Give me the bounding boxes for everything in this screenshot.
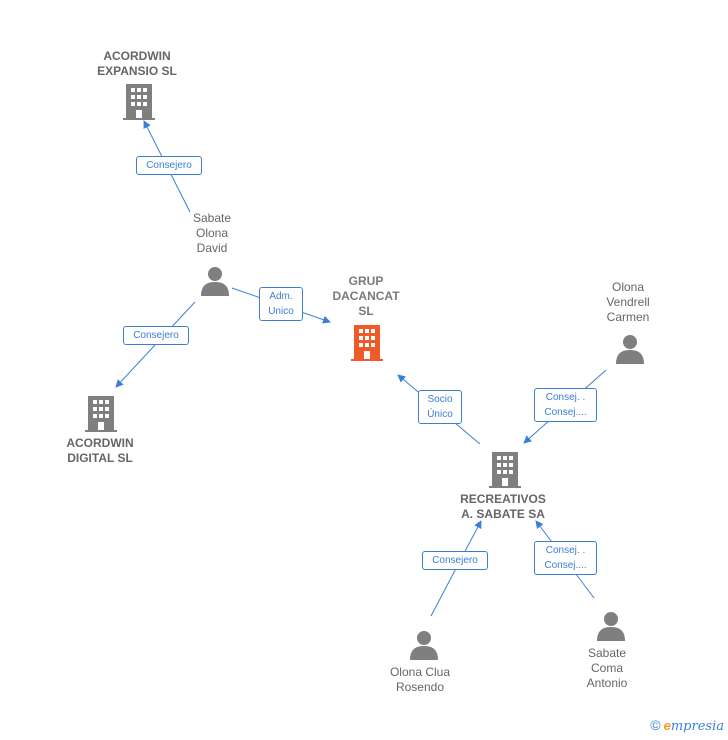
edge-label-socio-unico[interactable]: Socio Único bbox=[418, 390, 462, 424]
building-icon[interactable] bbox=[489, 452, 521, 488]
node-label-recreativos[interactable]: RECREATIVOS A. SABATE SA bbox=[460, 492, 546, 521]
edge-label-consejero[interactable]: Consejero bbox=[123, 326, 189, 345]
building-icon-main[interactable] bbox=[351, 325, 383, 361]
copyright-symbol: © bbox=[650, 717, 661, 733]
person-icon[interactable] bbox=[615, 334, 645, 364]
edge-label-consejero[interactable]: Consejero bbox=[422, 551, 488, 570]
person-icon[interactable] bbox=[409, 630, 439, 660]
brand-logo-text: mpresia bbox=[670, 719, 724, 734]
node-label-acordwin-expansio[interactable]: ACORDWIN EXPANSIO SL bbox=[97, 49, 177, 78]
node-label-grup-dacancat[interactable]: GRUP DACANCAT SL bbox=[332, 274, 400, 318]
edge-label-consejero[interactable]: Consejero bbox=[136, 156, 202, 175]
node-label-acordwin-digital[interactable]: ACORDWIN DIGITAL SL bbox=[66, 436, 134, 465]
edge-label-consej[interactable]: Consej. . Consej.... bbox=[534, 541, 597, 575]
building-icon[interactable] bbox=[123, 84, 155, 120]
person-icon[interactable] bbox=[596, 611, 626, 641]
node-label-sabate-olona-david[interactable]: Sabate Olona David bbox=[192, 211, 232, 255]
node-label-sabate-coma-antonio[interactable]: Sabate Coma Antonio bbox=[586, 646, 628, 690]
building-icon[interactable] bbox=[85, 396, 117, 432]
edge-label-adm-unico[interactable]: Adm. Unico bbox=[259, 287, 303, 321]
person-icon[interactable] bbox=[200, 266, 230, 296]
brand-logo-initial: e bbox=[663, 718, 671, 733]
edge-label-consej[interactable]: Consej. . Consej.... bbox=[534, 388, 597, 422]
empresia-brand: ©empresia bbox=[650, 717, 724, 734]
node-label-olona-clua-rosendo[interactable]: Olona Clua Rosendo bbox=[389, 665, 451, 694]
node-label-olona-vendrell-carmen[interactable]: Olona Vendrell Carmen bbox=[606, 280, 650, 324]
